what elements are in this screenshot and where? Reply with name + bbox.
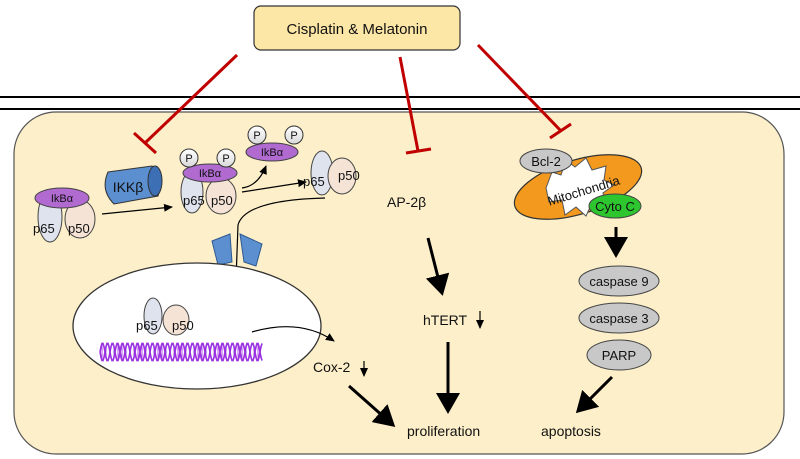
- svg-text:p65: p65: [136, 318, 158, 333]
- phosphate-circle: [216, 148, 236, 168]
- parp-node: PARP: [586, 339, 652, 371]
- svg-text:p65: p65: [183, 193, 205, 208]
- inhibit-ikkb-line: [143, 53, 239, 145]
- arrow-release-nfkb: [241, 179, 307, 193]
- phospho-ikba-p65-p50-complex: IkBα P P p65 p50: [179, 148, 238, 215]
- htert-label: hTERT: [423, 312, 468, 328]
- svg-text:caspase 3: caspase 3: [589, 311, 648, 326]
- nuclear-p65-p50: p65 p50: [136, 297, 194, 336]
- svg-text:PARP: PARP: [602, 348, 636, 363]
- arrow-parp-to-apoptosis: [575, 375, 614, 414]
- svg-text:p65: p65: [33, 221, 55, 236]
- svg-text:P: P: [185, 153, 192, 165]
- inhibit-ikkb-bar: [132, 131, 158, 155]
- svg-text:Cyto C: Cyto C: [595, 199, 635, 214]
- svg-text:IKKβ: IKKβ: [113, 179, 144, 195]
- ikkb-kinase: IKKβ: [104, 165, 163, 205]
- svg-text:p50: p50: [172, 318, 194, 333]
- nuclear-pore-left: [211, 233, 233, 266]
- svg-text:Bcl-2: Bcl-2: [531, 154, 561, 169]
- svg-text:IkBα: IkBα: [199, 168, 222, 180]
- arrow-release-ikba: [241, 165, 267, 189]
- ap2b-label: AP-2β: [387, 194, 426, 210]
- svg-text:P: P: [222, 153, 229, 165]
- ikba-p65-p50-complex: IkBα p65 p50: [33, 187, 96, 243]
- inhibit-mito-line: [476, 43, 563, 133]
- svg-text:p50: p50: [211, 193, 233, 208]
- svg-text:p50: p50: [68, 221, 90, 236]
- inhibit-ap2-bar: [405, 147, 432, 155]
- drug-box: Cisplatin & Melatonin: [253, 5, 461, 51]
- inhibit-ap2-line: [398, 56, 420, 152]
- svg-text:IkBα: IkBα: [51, 193, 74, 205]
- inhibition-lines: [132, 43, 572, 155]
- apoptosis-label: apoptosis: [541, 423, 601, 439]
- arrow-cox2-to-proliferation: [348, 384, 396, 427]
- dna-strand: [99, 342, 263, 362]
- phosphate-circle: [284, 125, 304, 145]
- svg-text:IkBα: IkBα: [261, 147, 284, 159]
- ikba-oval: [34, 187, 90, 209]
- free-p65-p50: p65 p50: [303, 150, 360, 196]
- cytoc-protein: Cyto C: [588, 193, 642, 219]
- dna-helix: [99, 342, 263, 362]
- bcl2-protein: Bcl-2: [519, 148, 573, 174]
- svg-text:caspase 9: caspase 9: [589, 274, 648, 289]
- arrow-ap2-to-htert: [425, 237, 450, 296]
- nucleus: [72, 262, 322, 390]
- drug-label: Cisplatin & Melatonin: [287, 21, 428, 38]
- svg-text:p50: p50: [338, 168, 360, 183]
- svg-text:P: P: [253, 130, 260, 142]
- phosphate-circle: [179, 148, 199, 168]
- svg-text:p65: p65: [303, 174, 325, 189]
- cox2-label: Cox-2: [313, 359, 351, 375]
- arrow-to-cox2: [251, 326, 335, 342]
- proliferation-label: proliferation: [407, 423, 480, 439]
- svg-text:P: P: [290, 130, 297, 142]
- caspase9-node: caspase 9: [578, 265, 660, 297]
- phosphate-circle: [247, 125, 267, 145]
- nuclear-pore-right: [239, 233, 263, 267]
- caspase3-node: caspase 3: [578, 302, 660, 334]
- free-phospho-ikba: IkBα P P: [245, 125, 304, 162]
- inhibit-mito-bar: [549, 122, 572, 140]
- arrow-ikkb-phospho: [101, 203, 173, 215]
